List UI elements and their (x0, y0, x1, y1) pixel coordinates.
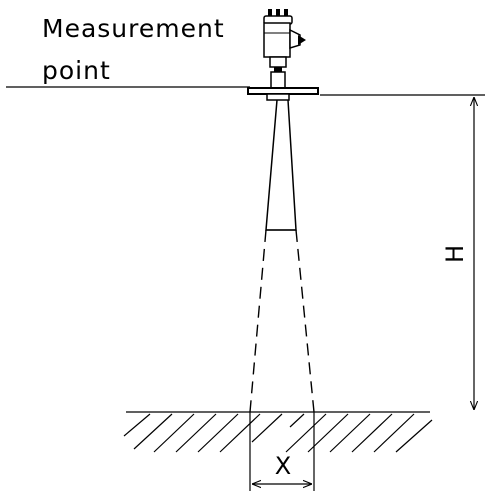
ground-hatching (123, 413, 433, 453)
radar-sensor (247, 9, 319, 101)
spot-dimension-label: X (275, 452, 291, 480)
beam-right-edge (295, 229, 315, 413)
height-dimension-label: H (441, 245, 469, 263)
measurement-point-label-line2: point (42, 56, 111, 85)
beam-left-edge (249, 229, 267, 413)
horn-antenna (265, 99, 297, 231)
measurement-point-label-line1: Measurement (42, 14, 225, 43)
